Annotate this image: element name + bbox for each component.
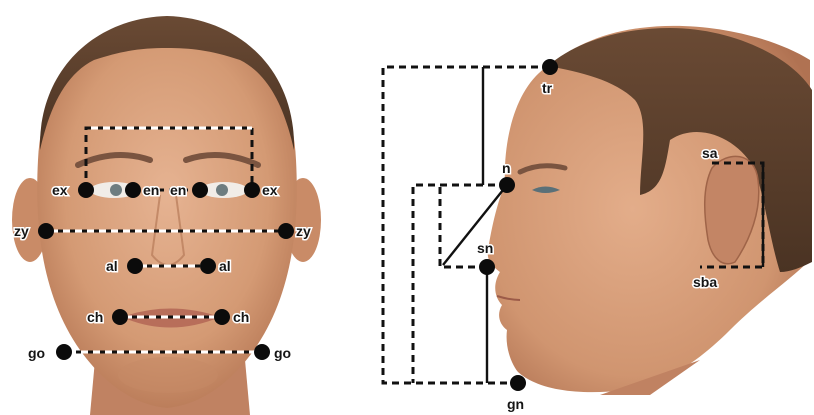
label-en-right: en xyxy=(170,182,186,198)
label-gn: gn xyxy=(507,396,524,412)
label-ex-right: ex xyxy=(262,182,278,198)
label-ch-left: ch xyxy=(87,309,103,325)
landmark-ch-right xyxy=(214,309,230,325)
landmark-zy-left xyxy=(38,223,54,239)
label-tr: tr xyxy=(542,80,553,96)
label-sba: sba xyxy=(693,274,717,290)
label-go-right: go xyxy=(274,345,291,361)
label-sa: sa xyxy=(702,145,718,161)
landmark-en-right xyxy=(192,182,208,198)
label-al-right: al xyxy=(219,258,231,274)
frontal-chin-shadow xyxy=(118,357,218,393)
landmark-en-left xyxy=(125,182,141,198)
landmark-zy-right xyxy=(278,223,294,239)
landmark-al-right xyxy=(200,258,216,274)
landmark-al-left xyxy=(127,258,143,274)
label-sn: sn xyxy=(477,240,493,256)
landmark-ex-left xyxy=(78,182,94,198)
label-zy-right: zy xyxy=(296,223,311,239)
label-n: n xyxy=(502,160,511,176)
landmark-n xyxy=(499,177,515,193)
landmark-go-right xyxy=(254,344,270,360)
label-al-left: al xyxy=(106,258,118,274)
frontal-iris-left xyxy=(110,184,122,196)
landmark-tr xyxy=(542,59,558,75)
label-zy-left: zy xyxy=(14,223,29,239)
frontal-iris-right xyxy=(216,184,228,196)
n-sn-bracket xyxy=(413,185,507,383)
landmark-sn xyxy=(479,259,495,275)
label-ch-right: ch xyxy=(233,309,249,325)
landmark-gn xyxy=(510,375,526,391)
label-en-left: en xyxy=(143,182,159,198)
label-ex-left: ex xyxy=(52,182,68,198)
label-go-left: go xyxy=(28,345,45,361)
profile-view: tr n sn gn sa sba xyxy=(383,26,812,412)
landmark-go-left xyxy=(56,344,72,360)
landmark-ch-left xyxy=(112,309,128,325)
landmark-ex-right xyxy=(244,182,260,198)
frontal-view: ex en en ex zy zy al al ch ch go go xyxy=(12,16,321,415)
